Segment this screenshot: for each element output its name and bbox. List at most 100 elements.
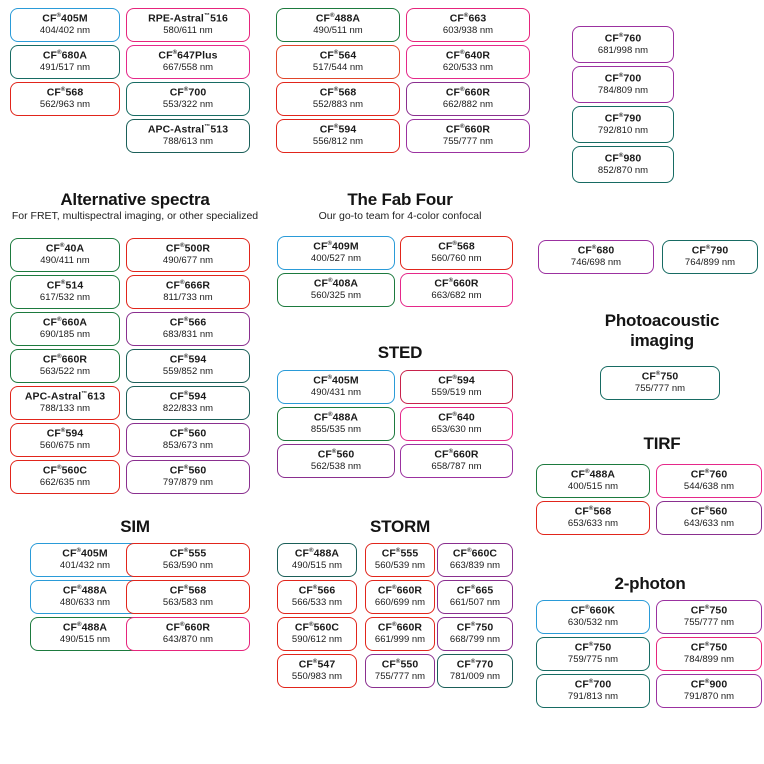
dye-name: CF®568 (319, 86, 357, 99)
dye-wavelengths: 603/938 nm (442, 25, 494, 37)
trademark-mark: ® (460, 124, 465, 131)
dye-wavelengths: 791/870 nm (683, 691, 735, 703)
trademark-mark: ® (588, 679, 594, 686)
subheading-fab-four: Our go-to team for 4-color confocal (318, 210, 482, 222)
trademark-mark: ® (330, 13, 335, 20)
subheading-alternative-spectra: For FRET, multispectral imaging, or othe… (11, 210, 259, 222)
dye-name: APC-Astral™513 (147, 123, 229, 136)
trademark-mark: ® (60, 428, 66, 435)
dye-wavelengths: 755/777 nm (683, 617, 735, 629)
dye-wavelengths: 661/507 nm (449, 597, 501, 609)
dye-name: CF®660R (377, 584, 423, 597)
trademark-mark: ® (183, 428, 189, 435)
dye-wavelengths: 562/538 nm (310, 461, 362, 473)
dye-name: CF®594 (169, 353, 207, 366)
dye-wavelengths: 560/325 nm (310, 290, 362, 302)
dye-name: CF®550 (381, 658, 419, 671)
dye-wavelengths: 755/777 nm (634, 383, 686, 395)
dye-wavelengths: 653/630 nm (431, 424, 482, 436)
trademark-mark: ® (60, 87, 66, 94)
trademark-mark: ® (312, 659, 318, 666)
trademark-mark: ® (327, 241, 333, 248)
dye-name: CF®568 (169, 584, 207, 597)
dye-name: CF®760 (690, 468, 728, 481)
dye-wavelengths: 668/799 nm (449, 634, 501, 646)
